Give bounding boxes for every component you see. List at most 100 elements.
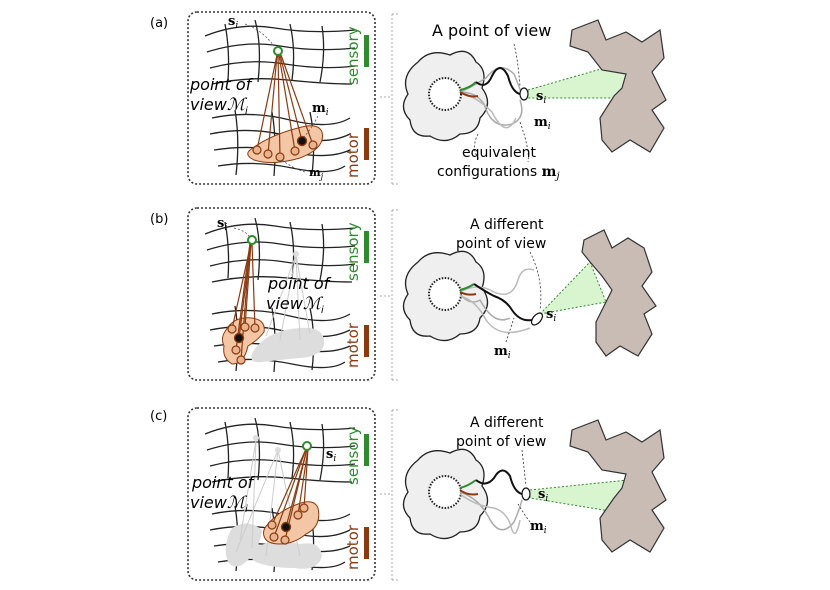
ghost-sensory-node	[275, 447, 281, 453]
sensorimotor-box	[187, 11, 376, 185]
sensory-manifold-mesh	[204, 217, 356, 283]
sensory-manifold-mesh	[204, 417, 356, 483]
sensory-node	[302, 441, 312, 451]
right-m-i-label: mi	[534, 115, 551, 132]
panel-divider	[380, 209, 398, 381]
m-i-label: mi	[312, 101, 329, 118]
motor-node	[227, 324, 237, 334]
equivalent-caption-line1: equivalent	[462, 145, 537, 161]
pov-label-line1: point of	[191, 473, 256, 492]
arm-sensor-segment	[459, 81, 477, 91]
object-shape	[569, 419, 667, 553]
leader-line	[517, 503, 531, 523]
right-s-i-label: si	[536, 89, 546, 106]
ghost-arm	[459, 91, 523, 126]
motor-bar	[364, 128, 369, 160]
leader-line	[233, 227, 250, 237]
equivalent-caption-line2: configurations mj	[437, 164, 560, 182]
leader-line	[529, 251, 542, 311]
object-shape	[581, 229, 657, 357]
arm-motor-segment	[459, 91, 479, 98]
panel-tag: (a)	[150, 16, 168, 31]
motor-node	[267, 520, 277, 530]
active-arm	[475, 67, 521, 95]
motor-node	[252, 145, 262, 155]
sensorimotor-links	[256, 54, 314, 158]
motor-bar	[364, 527, 369, 559]
caption-line2: point of view	[456, 434, 546, 450]
sensorimotor-links	[271, 448, 309, 541]
agent-scene	[402, 229, 657, 357]
motor-node-selected	[233, 332, 245, 344]
panel-c: (c)	[150, 407, 667, 581]
caption-line1: A different	[470, 415, 544, 431]
motor-node	[280, 535, 290, 545]
panel-b: (b)	[150, 207, 657, 381]
motor-node	[290, 146, 300, 156]
caption-line1: A different	[470, 217, 544, 233]
ghost-links	[265, 254, 311, 341]
ghost-point-of-view-region	[251, 327, 325, 363]
sensory-bar	[364, 434, 369, 466]
motor-node-selected	[296, 135, 308, 147]
panel-divider	[380, 409, 398, 581]
motor-configurations	[252, 135, 318, 162]
right-m-i-label: mi	[494, 344, 511, 361]
caption: A point of view	[432, 21, 551, 40]
leader-line	[519, 121, 529, 163]
arm-motor-segment	[459, 489, 479, 496]
arm-sensor-segment	[459, 283, 475, 291]
ghost-sensory-node	[293, 251, 299, 257]
s-i-label: si	[228, 14, 238, 31]
arm-sensor-segment	[459, 479, 477, 489]
ghost-sensory-node	[253, 435, 259, 441]
sensor-eye	[530, 312, 544, 326]
sensory-bar	[364, 231, 369, 263]
leader-line	[505, 317, 515, 343]
sensor-eye	[519, 87, 529, 101]
right-s-i-label: si	[546, 307, 556, 324]
motor-configurations	[227, 322, 260, 365]
sensory-manifold-mesh	[204, 19, 356, 85]
sensorimotor-box	[187, 207, 376, 381]
agent-scene	[402, 19, 667, 153]
pov-label-line2: viewℳi	[190, 493, 248, 515]
leader-line	[521, 449, 527, 487]
panel-tag: (b)	[150, 212, 168, 227]
motor-node	[250, 323, 260, 333]
object-shape	[569, 19, 667, 153]
motor-configurations	[267, 503, 309, 545]
panel-tag: (c)	[150, 409, 167, 424]
agent-joint	[428, 77, 462, 111]
leader-line	[281, 159, 306, 173]
motor-node	[299, 503, 309, 513]
motor-node	[231, 345, 241, 355]
ghost-arm	[459, 293, 511, 321]
pov-label-line1: point of	[189, 75, 254, 94]
active-arm	[473, 283, 533, 322]
sensory-label: sensory	[344, 222, 362, 281]
sensory-bar	[364, 35, 369, 67]
motor-label: motor	[344, 322, 362, 368]
agent-joint	[428, 277, 462, 311]
motor-node	[236, 355, 246, 365]
caption-line2: point of view	[456, 236, 546, 252]
leader-line	[474, 133, 481, 161]
active-arm	[475, 469, 523, 495]
s-i-label: si	[217, 216, 227, 233]
motor-node	[263, 149, 273, 159]
right-m-i-label: mi	[530, 519, 547, 536]
view-cone	[538, 261, 607, 315]
motor-bar	[364, 325, 369, 357]
ghost-arm	[459, 493, 521, 535]
right-s-i-label: si	[538, 487, 548, 504]
motor-node-selected	[280, 521, 292, 533]
s-i-label: si	[326, 447, 336, 464]
leader-line	[303, 115, 319, 138]
sensory-node	[273, 46, 283, 56]
sensorimotor-box	[187, 407, 376, 581]
agent-joint	[428, 475, 462, 509]
motor-node	[308, 140, 318, 150]
ghost-point-of-view-region	[249, 541, 322, 569]
